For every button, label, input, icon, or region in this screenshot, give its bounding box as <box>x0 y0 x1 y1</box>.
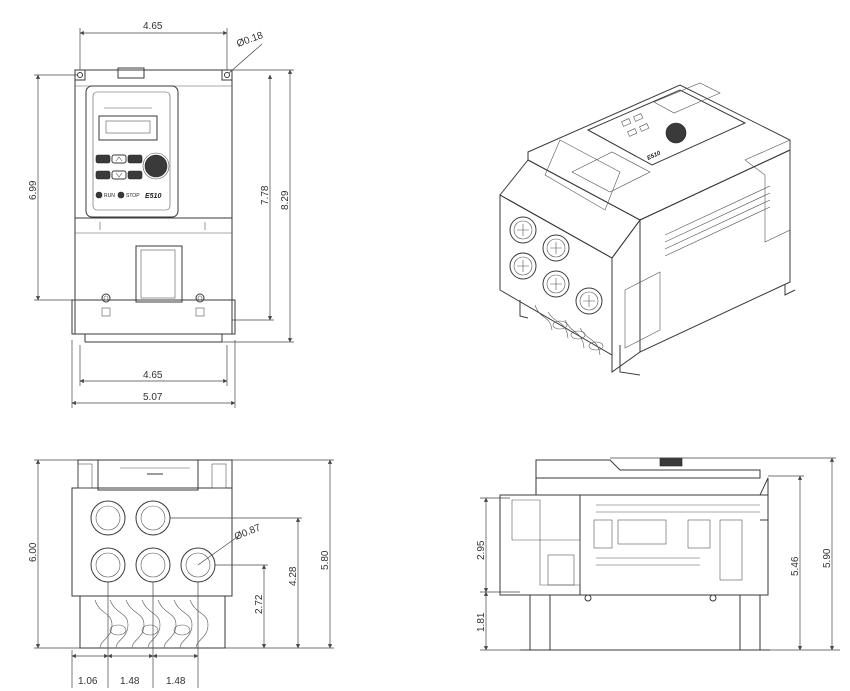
front-view: RUN STOP E510 4.65 Ø0.18 6.99 7.78 <box>28 21 294 408</box>
front-body-outline <box>74 69 233 335</box>
stop-icon[interactable] <box>117 191 125 199</box>
dim-spacing-1: 1.06 <box>78 676 98 687</box>
dim-bottom-right-height: 5.80 <box>320 550 331 570</box>
dim-top-width: 4.65 <box>143 21 163 32</box>
run-label: RUN <box>104 193 115 199</box>
dim-bottom-width-total: 5.07 <box>143 392 163 403</box>
bottom-wiring <box>94 599 209 649</box>
side-dial-knob <box>659 457 683 467</box>
run-icon[interactable] <box>95 191 103 199</box>
front-top-handle <box>117 67 145 79</box>
iso-keypad <box>586 89 747 166</box>
mounting-hole-top-right <box>224 72 230 78</box>
iso-right-face <box>639 149 791 353</box>
keypad-button[interactable] <box>127 170 143 180</box>
mounting-hole-top-left <box>77 72 83 78</box>
dim-side-height-1: 5.46 <box>790 556 801 576</box>
terminal-cover <box>135 245 183 303</box>
dim-spacing-3: 1.48 <box>166 676 186 687</box>
front-bottom-plate <box>71 299 236 335</box>
dim-mid-height: 7.78 <box>260 185 271 205</box>
dim-spacing-2: 1.48 <box>120 676 140 687</box>
dim-side-lower: 1.81 <box>476 612 487 632</box>
dim-bottom-hole-height: 2.72 <box>254 594 265 614</box>
side-view: 2.95 1.81 5.46 5.90 <box>476 457 840 651</box>
dim-bottom-width-inner: 4.65 <box>143 370 163 381</box>
keypad-button-down[interactable] <box>111 170 127 180</box>
dim-side-upper: 2.95 <box>476 540 487 560</box>
dim-total-height: 8.29 <box>280 190 291 210</box>
keypad-panel <box>85 85 179 218</box>
keypad-button-up[interactable] <box>111 154 127 164</box>
lcd-display <box>98 115 158 141</box>
keypad-button[interactable] <box>95 170 111 180</box>
isometric-view: E510 <box>499 82 796 376</box>
keypad-button[interactable] <box>95 154 111 164</box>
dim-bottom-total-height: 6.00 <box>28 542 39 562</box>
speed-dial-knob[interactable] <box>144 154 168 178</box>
dim-hole-dia: Ø0.18 <box>235 30 265 50</box>
dim-bottom-hole-dia: Ø0.87 <box>233 522 263 543</box>
dim-bottom-mid-height: 4.28 <box>288 566 299 586</box>
screw-bottom-left <box>101 293 111 303</box>
bottom-conduit-holes <box>90 500 216 583</box>
dim-side-height-2: 5.90 <box>822 548 833 568</box>
dim-inner-height: 6.99 <box>28 180 39 200</box>
keypad-button[interactable] <box>127 154 143 164</box>
iso-brand: E510 <box>646 150 662 161</box>
brand-label: E510 <box>145 193 161 200</box>
bottom-view: 6.00 Ø0.87 5.80 4.28 2.72 1.06 1.48 1.48 <box>28 459 334 688</box>
iso-conduit-holes <box>509 216 603 315</box>
screw-bottom-right <box>195 293 205 303</box>
stop-label: STOP <box>126 193 140 199</box>
side-vents <box>593 504 760 581</box>
iso-wiring <box>534 304 604 356</box>
iso-dial-knob <box>665 122 687 144</box>
bottom-body <box>71 487 233 597</box>
